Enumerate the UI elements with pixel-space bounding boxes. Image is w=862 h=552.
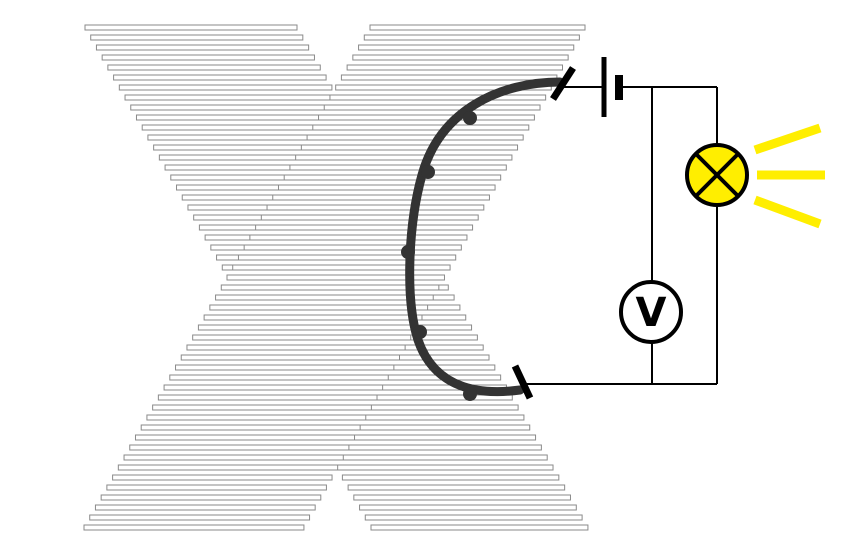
stripe-bar [220, 284, 440, 291]
stripe-bar [89, 514, 311, 521]
stripe-bar [329, 94, 547, 101]
lamp-icon [685, 143, 749, 207]
stripe-bar [146, 414, 367, 421]
stripe-bar [340, 74, 558, 81]
electrode-top [550, 66, 576, 101]
stripe-bar [90, 34, 304, 41]
battery-icon [601, 57, 623, 117]
stripe-bar [359, 504, 577, 511]
conductor-node [413, 325, 427, 339]
conductor-node [421, 165, 435, 179]
stripe-bar [169, 374, 389, 381]
circuit-wires [522, 86, 718, 385]
stripe-bar [124, 94, 339, 101]
stripe-bar [118, 84, 333, 91]
stripe-bar [123, 454, 344, 461]
stripe-bar [341, 474, 560, 481]
stripe-bar [226, 274, 445, 281]
stripe-bar [358, 44, 575, 51]
stripe-bar [215, 294, 434, 301]
stripe-bar [346, 64, 564, 71]
stripe-bar [363, 34, 580, 41]
stripe-bar [101, 54, 315, 61]
stripe-bar [312, 124, 530, 131]
stripe-bar [130, 104, 345, 111]
stripe-bar [134, 434, 356, 441]
stripe-bar [266, 204, 485, 211]
stripe-bar [295, 154, 513, 161]
stripe-bar [113, 74, 327, 81]
conductor-arc [401, 66, 576, 401]
stripe-bar [112, 474, 333, 481]
light-ray [753, 123, 822, 155]
stripe-bar [84, 24, 298, 31]
stripe-bar [135, 114, 350, 121]
stripe-bar [243, 244, 462, 251]
stripe-bar [152, 404, 372, 411]
stripe-bar [335, 84, 552, 91]
stripe-bar [186, 344, 406, 351]
stripe-bar [209, 304, 429, 311]
stripe-bar [289, 164, 507, 171]
stripe-bar [277, 184, 496, 191]
stripe-bar [255, 224, 474, 231]
conductor-node [463, 387, 477, 401]
voltmeter-label: V [636, 290, 667, 336]
light-ray [753, 195, 822, 229]
stripe-bar [232, 264, 451, 271]
stripe-bar [370, 524, 589, 531]
stripe-bar [324, 444, 542, 451]
voltmeter-icon: V [619, 280, 683, 344]
stripe-bar [249, 234, 468, 241]
stripe-bar [364, 514, 583, 521]
stripe-bar [175, 364, 395, 371]
stripe-bar [306, 134, 524, 141]
conductor-node [401, 245, 415, 259]
stripe-bar [180, 354, 400, 361]
stripe-bar [197, 324, 417, 331]
stripe-bar [336, 464, 554, 471]
stripe-bar [83, 524, 305, 531]
stripe-bar [140, 424, 361, 431]
stripe-bar [106, 484, 327, 491]
stripe-bar [163, 384, 384, 391]
stripe-bar [347, 484, 566, 491]
stripe-bar [203, 314, 423, 321]
stripe-bar [192, 334, 412, 341]
stripe-bar [352, 54, 569, 61]
stripe-bar [100, 494, 322, 501]
stripe-bar [353, 494, 571, 501]
striped-x-shape [83, 24, 589, 531]
stripe-bar [330, 454, 548, 461]
stripe-bar [237, 254, 457, 261]
stripe-bar [283, 174, 502, 181]
electrode-bottom [511, 364, 534, 400]
stripe-bar [369, 24, 586, 31]
light-rays [753, 123, 825, 229]
stripe-bar [94, 504, 316, 511]
stripe-bar [318, 114, 535, 121]
conductor-node [463, 111, 477, 125]
stripe-bar [272, 194, 490, 201]
stripe-bar [300, 144, 519, 151]
stripe-bar [117, 464, 339, 471]
stripe-bar [260, 214, 479, 221]
stripe-bar [129, 444, 350, 451]
stripe-bar [107, 64, 321, 71]
stripe-bar [323, 104, 541, 111]
stripe-bar [95, 44, 310, 51]
stripe-bar [157, 394, 378, 401]
